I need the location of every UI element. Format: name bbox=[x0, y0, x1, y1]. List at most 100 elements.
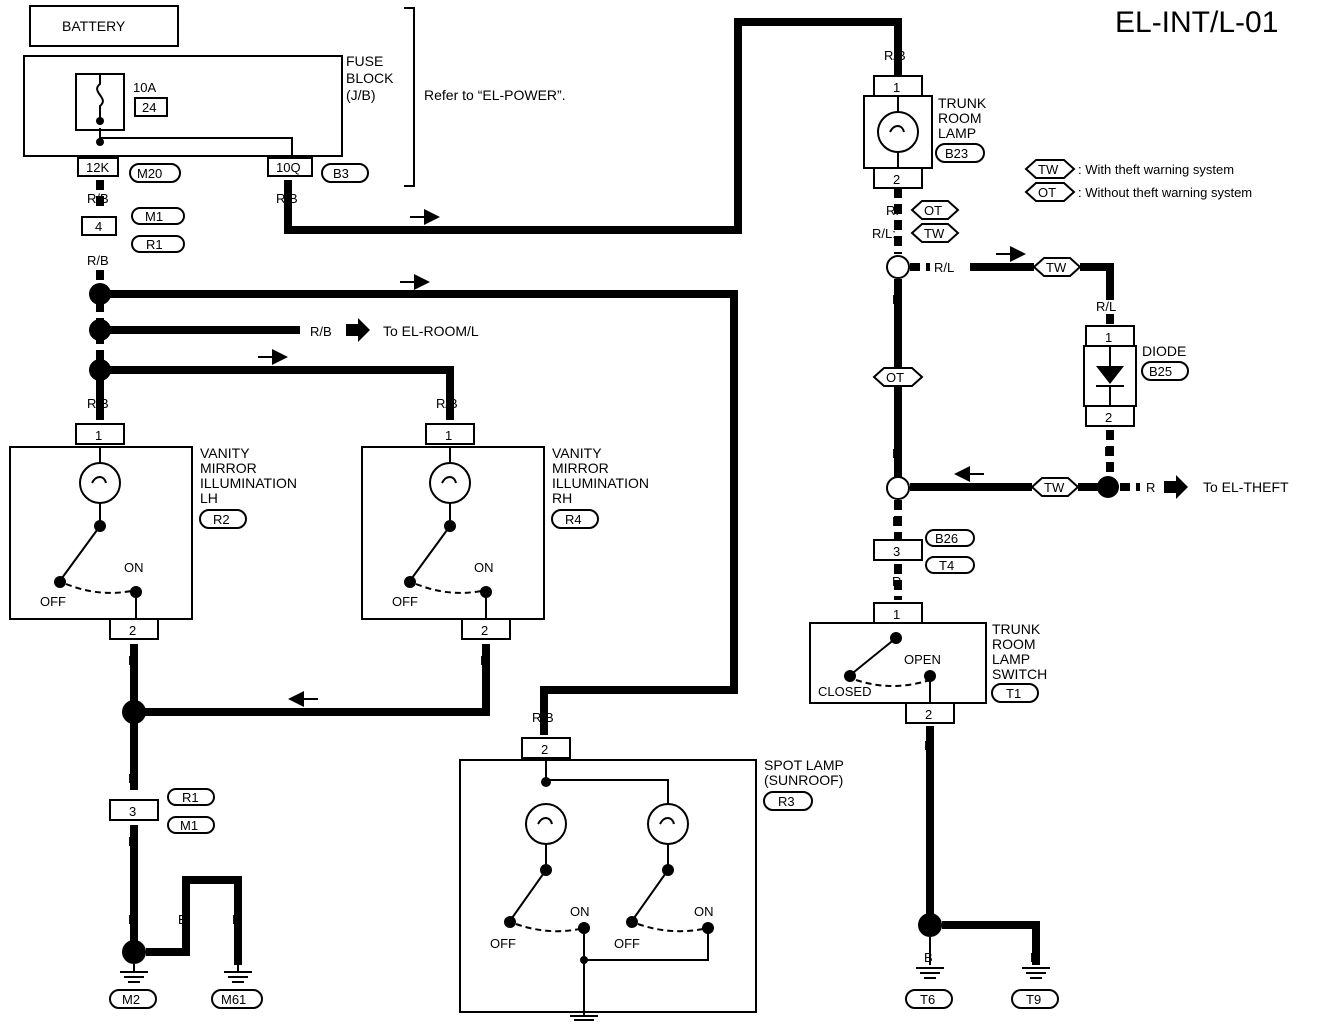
ot-tag-wire: OT bbox=[886, 370, 904, 385]
svg-text:OFF: OFF bbox=[40, 594, 66, 609]
conn-r3: R3 bbox=[778, 794, 795, 809]
svg-text:LAMP: LAMP bbox=[938, 125, 976, 141]
svg-text:OFF: OFF bbox=[614, 936, 640, 951]
pin-12k: 12K bbox=[86, 160, 109, 175]
svg-text:1: 1 bbox=[95, 428, 102, 443]
svg-text:R/L: R/L bbox=[934, 260, 954, 275]
svg-text:3: 3 bbox=[129, 804, 136, 819]
legend-ot-tag: OT bbox=[1038, 185, 1056, 200]
svg-text:(SUNROOF): (SUNROOF) bbox=[764, 772, 843, 788]
ground-m2: M2 bbox=[122, 992, 140, 1007]
svg-text:R/B: R/B bbox=[310, 324, 332, 339]
svg-text:1: 1 bbox=[1105, 330, 1112, 345]
open-circle-top bbox=[886, 255, 910, 279]
conn-b25: B25 bbox=[1149, 364, 1172, 379]
svg-text:LAMP: LAMP bbox=[992, 651, 1030, 667]
svg-text:OFF: OFF bbox=[490, 936, 516, 951]
svg-text:2: 2 bbox=[541, 742, 548, 757]
svg-text:RH: RH bbox=[552, 490, 572, 506]
svg-text:R: R bbox=[892, 446, 901, 461]
conn-r4: R4 bbox=[565, 512, 582, 527]
svg-text:SWITCH: SWITCH bbox=[992, 666, 1047, 682]
conn-b26: B26 bbox=[935, 531, 958, 546]
svg-text:2: 2 bbox=[1105, 410, 1112, 425]
svg-text:R/L: R/L bbox=[1096, 299, 1116, 314]
svg-text:R/B: R/B bbox=[436, 396, 458, 411]
svg-text:R/B: R/B bbox=[884, 48, 906, 63]
conn-b23: B23 bbox=[945, 146, 968, 161]
svg-text:2: 2 bbox=[925, 707, 932, 722]
legend-tw-desc: : With theft warning system bbox=[1078, 162, 1234, 177]
fuse-number: 24 bbox=[142, 100, 156, 115]
svg-text:B: B bbox=[924, 950, 933, 965]
fuse-amp: 10A bbox=[133, 80, 156, 95]
ground-t6: T6 bbox=[920, 992, 935, 1007]
svg-text:B: B bbox=[128, 771, 137, 786]
svg-text:OT: OT bbox=[924, 203, 942, 218]
svg-text:R/B: R/B bbox=[87, 253, 109, 268]
trunk-lamp-label-1: TRUNK bbox=[938, 95, 987, 111]
svg-text:TW: TW bbox=[924, 226, 945, 241]
svg-text:R/B: R/B bbox=[276, 191, 298, 206]
svg-text:TW: TW bbox=[1044, 480, 1065, 495]
svg-text:B: B bbox=[128, 912, 137, 927]
svg-text:2: 2 bbox=[129, 623, 136, 638]
svg-text:B: B bbox=[232, 912, 241, 927]
conn-m1-top: M1 bbox=[145, 209, 163, 224]
svg-text:B: B bbox=[178, 912, 187, 927]
svg-text:ILLUMINATION: ILLUMINATION bbox=[552, 475, 649, 491]
trunk-switch-label-1: TRUNK bbox=[992, 621, 1041, 637]
spot-lamp-box bbox=[459, 759, 757, 1013]
svg-text:OPEN: OPEN bbox=[904, 652, 941, 667]
legend-ot-desc: : Without theft warning system bbox=[1078, 185, 1252, 200]
svg-text:2: 2 bbox=[893, 172, 900, 187]
vanity-rh-label-1: VANITY bbox=[552, 445, 602, 461]
svg-text:MIRROR: MIRROR bbox=[200, 460, 257, 476]
svg-text:LH: LH bbox=[200, 490, 218, 506]
svg-text:3: 3 bbox=[893, 544, 900, 559]
svg-text:1: 1 bbox=[893, 607, 900, 622]
fuse-ref-note: Refer to “EL-POWER”. bbox=[424, 87, 566, 103]
diode-label: DIODE bbox=[1142, 343, 1186, 359]
battery-label: BATTERY bbox=[62, 18, 126, 34]
conn-r1-bottom: R1 bbox=[182, 790, 199, 805]
battery-box bbox=[29, 5, 179, 47]
ground-t9: T9 bbox=[1026, 992, 1041, 1007]
conn-m20: M20 bbox=[137, 166, 162, 181]
conn-t4: T4 bbox=[939, 558, 954, 573]
spot-lamp-label-1: SPOT LAMP bbox=[764, 757, 844, 773]
svg-text:1: 1 bbox=[893, 80, 900, 95]
svg-text:ON: ON bbox=[570, 904, 590, 919]
svg-text:4: 4 bbox=[95, 219, 102, 234]
splice-1 bbox=[89, 283, 111, 305]
splice-2 bbox=[89, 319, 111, 341]
conn-t1: T1 bbox=[1006, 686, 1021, 701]
fuse-block-label-2: BLOCK bbox=[346, 70, 394, 86]
fuse-block-label-1: FUSE bbox=[346, 53, 383, 69]
pin-10q: 10Q bbox=[276, 160, 301, 175]
svg-text:ON: ON bbox=[124, 560, 144, 575]
svg-text:R/B: R/B bbox=[532, 710, 554, 725]
svg-text:OFF: OFF bbox=[392, 594, 418, 609]
svg-text:ON: ON bbox=[474, 560, 494, 575]
page-code: EL-INT/L-01 bbox=[1115, 6, 1278, 39]
open-circle-bottom bbox=[886, 476, 910, 500]
svg-text:R/L:: R/L: bbox=[872, 226, 896, 241]
ground-m61: M61 bbox=[221, 992, 246, 1007]
svg-text:ILLUMINATION: ILLUMINATION bbox=[200, 475, 297, 491]
svg-text:2: 2 bbox=[481, 623, 488, 638]
to-el-theft-label: To EL-THEFT bbox=[1203, 479, 1289, 495]
fuse-block-box bbox=[23, 55, 343, 157]
conn-m1-bottom: M1 bbox=[180, 818, 198, 833]
to-el-room-label: To EL-ROOM/L bbox=[383, 323, 479, 339]
vanity-lh-box bbox=[9, 446, 193, 620]
svg-text:R/B: R/B bbox=[87, 191, 109, 206]
fuse-block-label-3: (J/B) bbox=[346, 87, 376, 103]
svg-text:R: R bbox=[892, 514, 901, 529]
splice-3 bbox=[89, 359, 111, 381]
vanity-lh-label-1: VANITY bbox=[200, 445, 250, 461]
conn-r1-top: R1 bbox=[146, 237, 163, 252]
vanity-rh-box bbox=[361, 446, 545, 620]
conn-b3: B3 bbox=[333, 166, 349, 181]
